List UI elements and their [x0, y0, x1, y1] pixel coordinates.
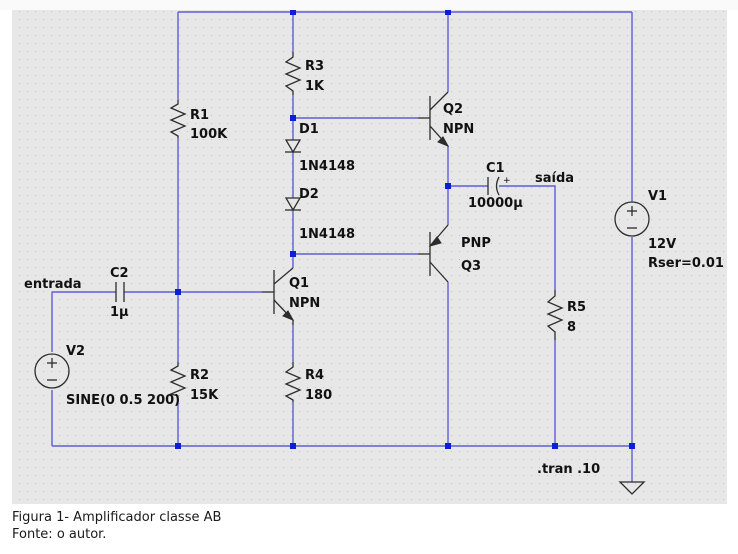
- d2-name: D2: [299, 187, 319, 202]
- r3-name: R3: [305, 59, 324, 74]
- top-strip: [0, 0, 738, 10]
- v1-param: Rser=0.01: [648, 256, 724, 271]
- d1-name: D1: [299, 122, 319, 137]
- r3-value: 1K: [305, 79, 325, 94]
- r5-name: R5: [567, 300, 586, 315]
- transistor-q1: [262, 267, 295, 325]
- r2-name: R2: [190, 368, 209, 383]
- q3-type: PNP: [461, 236, 491, 251]
- v2-value: SINE(0 0.5 200): [66, 393, 180, 408]
- q2-name: Q2: [443, 102, 463, 117]
- r4-value: 180: [305, 388, 332, 403]
- voltage-source-v1: [614, 201, 650, 237]
- r5-value: 8: [567, 320, 576, 335]
- c1-value: 10000µ: [468, 196, 523, 211]
- voltage-source-v2: [34, 353, 70, 389]
- figure-caption: Figura 1- Amplificador classe AB Fonte: …: [12, 509, 221, 543]
- transistor-q2: [418, 91, 450, 147]
- v2-name: V2: [66, 344, 85, 359]
- svg-text:+: +: [503, 176, 511, 186]
- d2-value: 1N4148: [299, 227, 355, 242]
- q1-type: NPN: [289, 296, 320, 311]
- caption-title: Figura 1- Amplificador classe AB: [12, 510, 222, 525]
- junctions: [175, 10, 635, 449]
- r2-value: 15K: [190, 388, 219, 403]
- c2-name: C2: [110, 266, 129, 281]
- v1-value: 12V: [648, 237, 676, 252]
- q1-name: Q1: [289, 276, 309, 291]
- diode-d2: [284, 197, 302, 212]
- capacitor-c2: [115, 282, 125, 302]
- net-label-input: entrada: [24, 277, 82, 292]
- resistor-r4: [284, 362, 302, 402]
- q3-name: Q3: [461, 259, 481, 274]
- caption-source: Fonte: o autor.: [12, 527, 107, 542]
- v1-name: V1: [648, 189, 667, 204]
- r1-name: R1: [190, 108, 209, 123]
- c2-value: 1µ: [110, 305, 129, 320]
- diode-d1: [284, 139, 302, 154]
- resistor-r3: [284, 52, 302, 95]
- resistor-r5: [546, 290, 564, 340]
- q2-type: NPN: [443, 122, 474, 137]
- c1-name: C1: [486, 161, 505, 176]
- r1-value: 100K: [190, 127, 228, 142]
- ground-symbol: [618, 481, 646, 495]
- r4-name: R4: [305, 368, 324, 383]
- net-label-output: saída: [535, 171, 574, 186]
- schematic-canvas: + R1 100K R2: [12, 10, 727, 504]
- capacitor-c1: +: [487, 176, 511, 196]
- d1-value: 1N4148: [299, 159, 355, 174]
- resistor-r1: [169, 100, 187, 138]
- resistor-r2: [169, 362, 187, 398]
- spice-directive: .tran .10: [537, 462, 600, 477]
- wires: [51, 11, 633, 482]
- transistor-q3: [418, 224, 449, 283]
